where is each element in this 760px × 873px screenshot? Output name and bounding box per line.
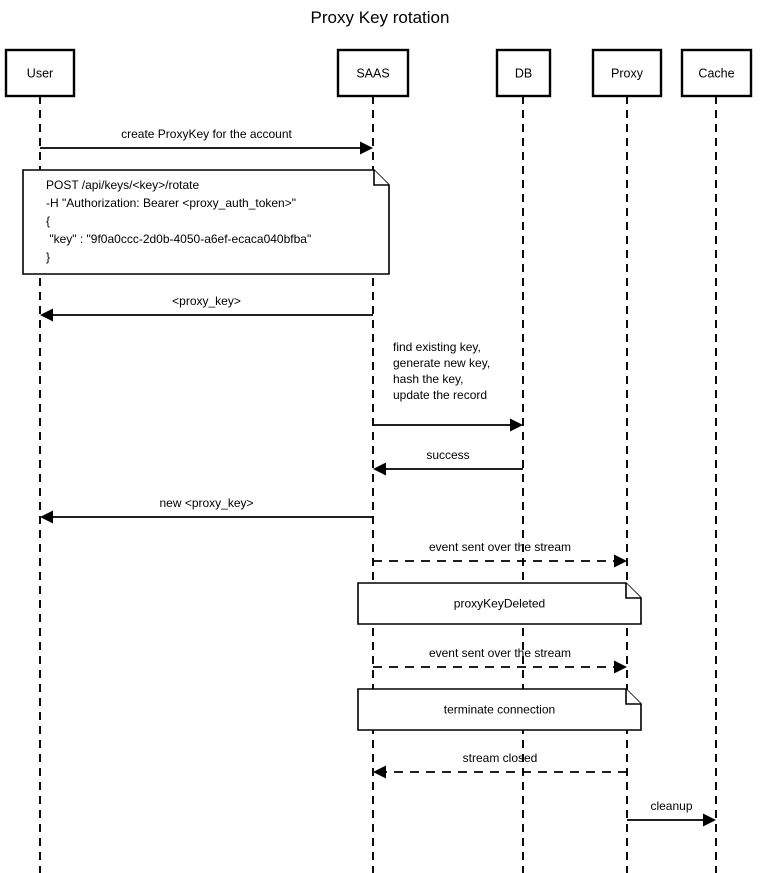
message-label-m1: create ProxyKey for the account xyxy=(121,127,292,141)
actor-label-db: DB xyxy=(515,67,532,81)
message-m3: find existing key,generate new key,hash … xyxy=(373,340,523,432)
note-label-n2: proxyKeyDeleted xyxy=(454,597,545,611)
message-m5: new <proxy_key> xyxy=(40,496,373,524)
actor-box-user[interactable] xyxy=(4,48,76,98)
arrowhead-m7 xyxy=(614,660,627,674)
message-m2: <proxy_key> xyxy=(40,294,373,322)
actor-label-proxy: Proxy xyxy=(611,67,644,81)
note-body-n2 xyxy=(357,582,642,625)
arrowhead-m1 xyxy=(360,141,373,155)
actor-proxy[interactable]: Proxy xyxy=(591,48,663,98)
arrowhead-m9 xyxy=(703,813,716,827)
actor-box-cache[interactable] xyxy=(680,48,753,98)
message-m7: event sent over the stream xyxy=(373,646,627,674)
actor-label-saas: SAAS xyxy=(356,67,389,81)
note-fold-n3 xyxy=(625,689,641,705)
actor-label-cache: Cache xyxy=(698,67,734,81)
actor-user[interactable]: User xyxy=(4,48,76,98)
message-m8: stream closed xyxy=(373,751,627,779)
message-m9: cleanup xyxy=(627,799,716,827)
arrowhead-m2 xyxy=(40,308,53,322)
note-label-n3: terminate connection xyxy=(444,703,555,717)
message-m4: success xyxy=(373,448,523,476)
actor-saas[interactable]: SAAS xyxy=(336,48,410,98)
arrowhead-m5 xyxy=(40,510,53,524)
actor-cache[interactable]: Cache xyxy=(680,48,753,98)
message-label-m7: event sent over the stream xyxy=(429,646,571,660)
message-label-m4: success xyxy=(426,448,469,462)
actor-box-proxy[interactable] xyxy=(591,48,663,98)
message-m6: event sent over the stream xyxy=(373,540,627,568)
note-n2: proxyKeyDeleted xyxy=(357,582,642,625)
arrowhead-m3 xyxy=(510,418,523,432)
message-label-m8: stream closed xyxy=(463,751,538,765)
note-body-n1 xyxy=(22,169,390,275)
note-label-n1: POST /api/keys/<key>/rotate-H "Authoriza… xyxy=(46,178,311,264)
note-n3: terminate connection xyxy=(357,688,642,731)
message-label-m9: cleanup xyxy=(650,799,692,813)
arrowhead-m4 xyxy=(373,462,386,476)
note-fold-n2 xyxy=(625,583,641,599)
actor-label-user: User xyxy=(27,67,53,81)
arrowhead-m6 xyxy=(614,554,627,568)
note-n1: POST /api/keys/<key>/rotate-H "Authoriza… xyxy=(22,169,390,275)
actor-box-db[interactable] xyxy=(495,48,552,98)
note-fold-n1 xyxy=(373,170,389,186)
arrowhead-m8 xyxy=(373,765,386,779)
message-m1: create ProxyKey for the account xyxy=(40,127,373,155)
note-body-n3 xyxy=(357,688,642,731)
actor-db[interactable]: DB xyxy=(495,48,552,98)
message-label-m3: find existing key,generate new key,hash … xyxy=(393,340,490,402)
message-label-m6: event sent over the stream xyxy=(429,540,571,554)
actor-box-saas[interactable] xyxy=(336,48,410,98)
message-label-m5: new <proxy_key> xyxy=(159,496,253,510)
diagram-title: Proxy Key rotation xyxy=(311,8,450,27)
message-label-m2: <proxy_key> xyxy=(172,294,241,308)
